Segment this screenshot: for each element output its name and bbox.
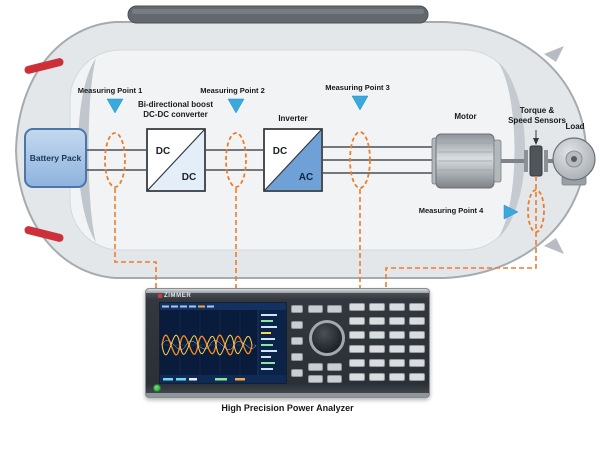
power-button [153,384,161,392]
side-mirror-icon [544,46,564,62]
dcdc-converter-title: Bi-directional boost DC-DC converter [128,100,223,119]
keypad-key [389,331,405,339]
keypad-key [369,331,385,339]
soft-key-button [291,353,303,361]
waveform-traces [161,334,257,356]
keypad-key [349,303,365,311]
keypad-key [349,317,365,325]
sensor-illustration [524,145,548,177]
waveform-display [160,303,286,383]
measuring-point-3-label: Measuring Point 3 [325,83,390,92]
torque-speed-sensors-label: Torque & Speed Sensors [500,106,574,125]
load-illustration [552,137,596,186]
soft-key-button [291,305,303,313]
power-analyzer: ZIMMER [145,288,430,398]
brand-logo-icon [158,294,162,298]
sensors-label-line2: Speed Sensors [508,115,566,125]
panel-button [308,305,323,313]
keypad-key [409,359,425,367]
keypad-key [369,345,385,353]
keypad-key [349,331,365,339]
measuring-triangle-2 [227,98,245,114]
car-roof-highlight [132,9,424,14]
measuring-ellipse-3 [349,131,371,189]
keypad-key [409,331,425,339]
inverter-output-label: AC [299,172,313,183]
measuring-triangle-4 [503,204,519,220]
status-bar-text [163,378,245,381]
analyzer-brand: ZIMMER [158,293,191,299]
dcdc-title-line1: Bi-directional boost [137,100,214,109]
car-roof-strip [127,5,429,24]
power-wires [87,146,438,174]
panel-button [308,363,323,371]
keypad [349,303,425,381]
menu-bar-text [162,305,214,308]
keypad-key [409,303,425,311]
keypad-key [369,359,385,367]
dcdc-title-line2: DC-DC converter [143,109,208,119]
sensors-label-line1: Torque & [519,106,555,115]
soft-key-button [291,321,303,329]
measuring-point-2-label: Measuring Point 2 [200,86,265,95]
side-mirror-icon [544,238,564,254]
measuring-ellipse-1 [104,132,126,188]
keypad-key [349,373,365,381]
analyzer-caption: High Precision Power Analyzer [221,403,354,413]
measuring-ellipse-4 [527,189,545,233]
keypad-key [369,373,385,381]
panel-button [327,375,342,383]
dashed-route-1 [114,188,157,292]
measuring-triangle-3 [351,95,369,111]
dcdc-input-label: DC [156,146,170,157]
battery-pack-label: Battery Pack [29,153,82,163]
keypad-key [389,359,405,367]
keypad-key [409,345,425,353]
soft-key-column [291,305,303,377]
inverter-input-label: DC [273,146,287,157]
taillight-icon [24,226,64,242]
soft-key-button [291,337,303,345]
battery-pack-box: Battery Pack [24,128,87,188]
keypad-key [369,317,385,325]
motor-label: Motor [454,112,477,121]
sensor-label-arrow [533,130,539,145]
analyzer-screen [159,302,287,384]
keypad-key [369,303,385,311]
dcdc-converter-box: DC DC [146,128,206,192]
panel-button [327,305,342,313]
measuring-triangle-1 [106,98,124,114]
taillight-icon [24,58,64,74]
load-label: Load [565,122,585,131]
dcdc-output-label: DC [182,172,196,183]
measuring-point-4-label: Measuring Point 4 [418,206,484,215]
keypad-key [389,345,405,353]
keypad-key [349,359,365,367]
keypad-key [409,317,425,325]
keypad-key [389,373,405,381]
measuring-point-1-label: Measuring Point 1 [77,86,143,95]
analyzer-top-bezel [146,289,429,293]
windshield [498,62,525,238]
keypad-key [409,373,425,381]
inverter-box: DC AC [263,128,323,192]
analyzer-bottom-bezel [146,393,429,397]
panel-button [308,375,323,383]
panel-button [327,363,342,371]
inverter-title: Inverter [278,114,308,123]
measurement-readouts [261,314,277,370]
soft-key-button [291,369,303,377]
brand-text: ZIMMER [164,293,192,299]
rotary-knob [309,320,345,356]
measuring-ellipse-2 [225,132,247,188]
keypad-key [389,303,405,311]
keypad-key [349,345,365,353]
motor-illustration [431,133,502,189]
keypad-key [389,317,405,325]
